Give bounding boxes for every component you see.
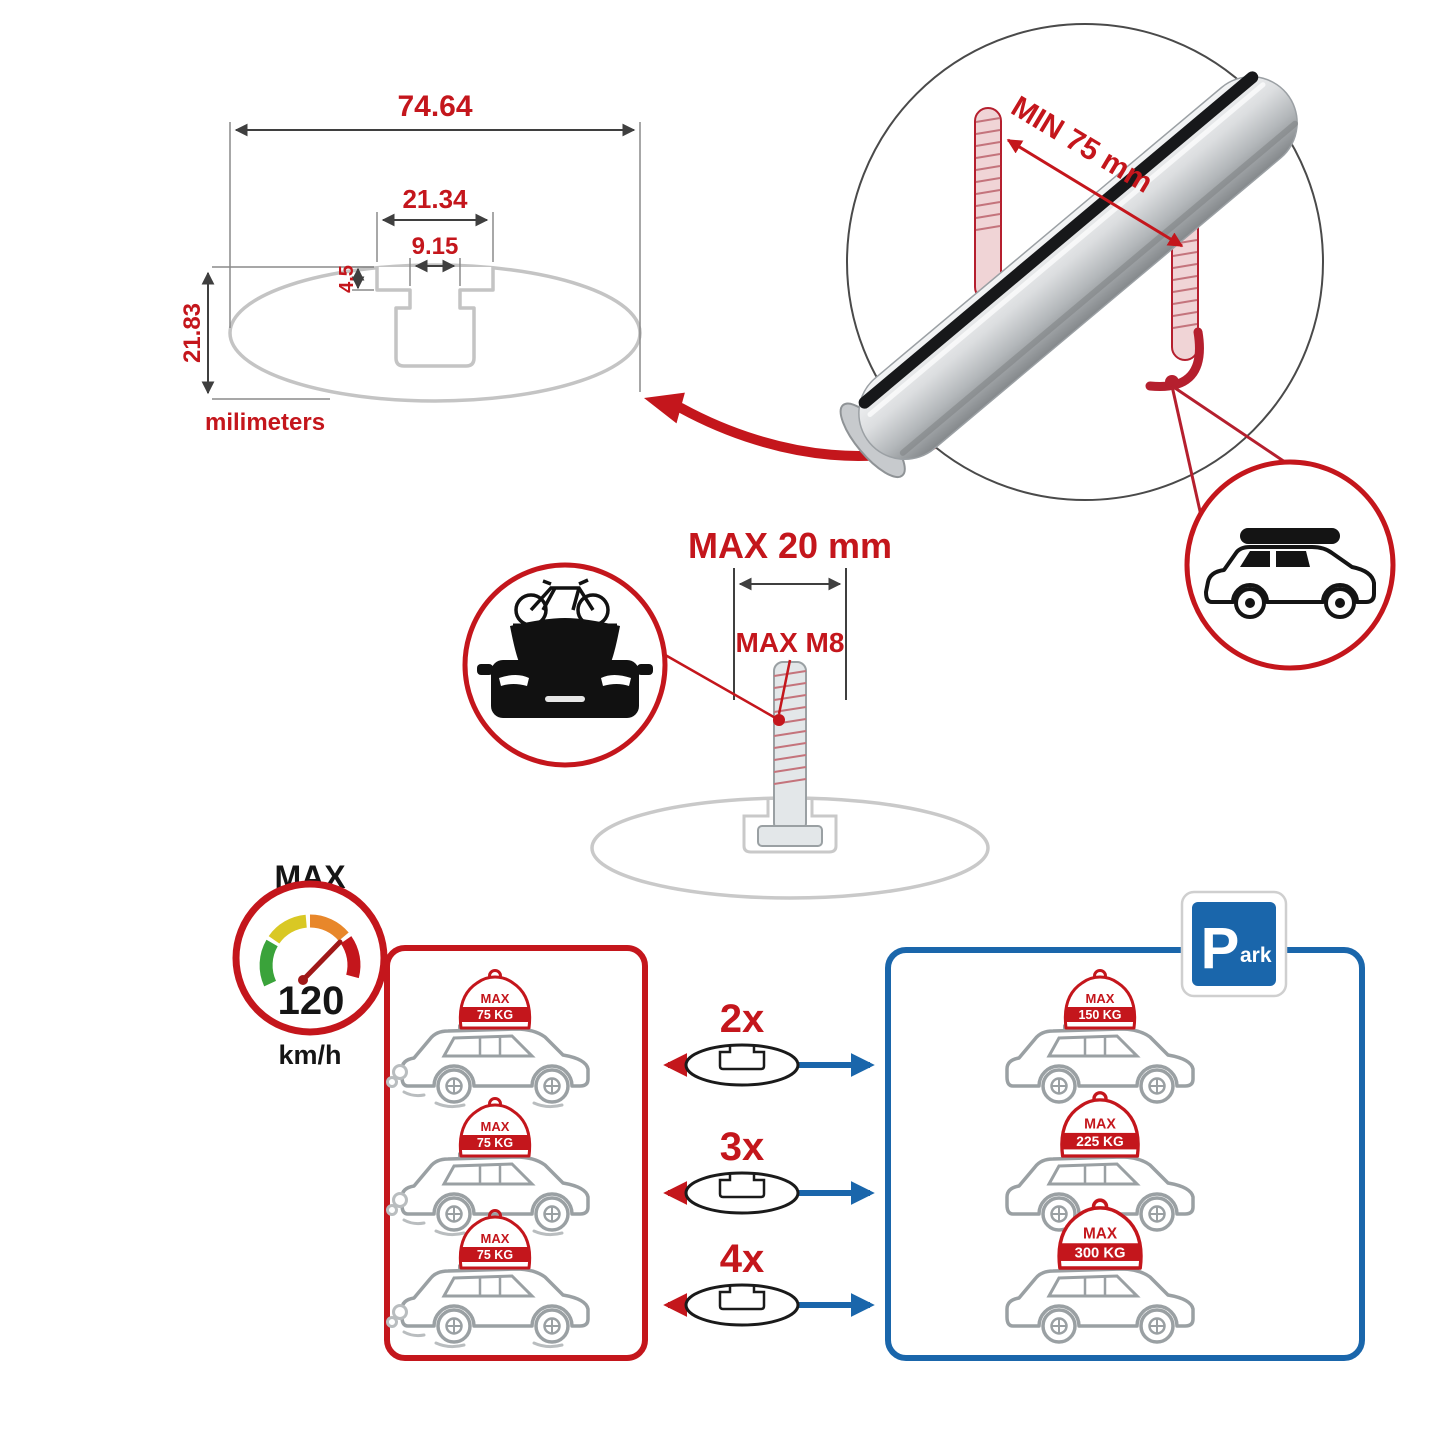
parked-car-2: MAX 225 KG [1005,1091,1195,1232]
load-weight: 225 KG [1076,1134,1123,1149]
max-thread-label: MAX M8 [736,627,845,658]
roof-load: MAX 75 KG [458,969,532,1030]
load-title: MAX [1086,991,1115,1006]
quantity-row-3x: 3x [663,1125,875,1215]
bolt-dimension-lines [733,568,847,700]
quantity-row-2x: 2x [663,997,875,1087]
crossbar-profile-icon [684,1043,800,1087]
crossbar-profile-icon [684,1171,800,1215]
gauge-circle [232,880,388,1036]
max-length-label: MAX 20 mm [688,525,892,566]
bolt-detail-group: MAX 20 mm MAX M8 [590,525,990,900]
extension-lines [212,122,641,400]
roof-load: MAX 150 KG [1063,969,1137,1030]
dim-channel-opening: 9.15 [412,233,459,260]
profile-dimension-drawing: 74.64 21.34 9.15 4.5 21.83 milimeters [179,90,642,436]
driving-car-2: MAX 75 KG [386,1097,590,1237]
park-sign: P ark [1180,890,1288,998]
thread-leader-line [777,659,792,715]
roof-load: MAX 75 KG [458,1097,532,1158]
driving-panel: MAX 75 KG MAX 75 KG MAX 75 KG [384,945,648,1361]
bike-car-illustration [477,578,653,718]
load-weight: 75 KG [477,1136,513,1150]
speed-gauge: MAX 120 km/h [232,859,388,1070]
threaded-stud [757,661,823,847]
park-sign-blue-square [1192,902,1276,986]
load-title: MAX [481,1231,510,1246]
dim-channel-outer: 21.34 [402,184,468,214]
ubolt-bend [1145,327,1204,392]
parked-car-1: MAX 150 KG [1005,969,1195,1104]
quantity-row-4x: 4x [663,1237,875,1327]
dim-total-width: 74.64 [397,90,472,123]
roof-load: MAX 300 KG [1057,1198,1143,1270]
suv-roofbox-circle [1184,459,1396,671]
circle-leader-line [659,650,780,722]
crossbar-profile-icon [684,1283,800,1327]
profile-t-channel [375,267,495,368]
load-weight: 75 KG [477,1008,513,1022]
quantity-label: 3x [720,1125,765,1169]
dim-lip-depth: 4.5 [336,265,358,293]
gauge-needle [300,939,343,983]
suv-roofbox-illustration [1204,528,1376,619]
parked-panel: MAX 150 KG MAX 225 KG MAX 300 KG [885,947,1365,1361]
load-weight: 150 KG [1078,1008,1121,1022]
load-title: MAX [1083,1226,1118,1243]
crossbar-detail-circle: MIN 75 mm [839,23,1324,501]
ghost-profile-channel [742,800,838,854]
roof-load: MAX 75 KG [458,1209,532,1270]
load-title: MAX [481,1119,510,1134]
bike-car-circle [462,562,668,768]
units-label: milimeters [205,409,325,436]
gauge-value: 120 [278,979,345,1023]
load-weight: 75 KG [477,1248,513,1262]
gauge-arc [259,914,361,987]
driving-car-1: MAX 75 KG [386,969,590,1109]
load-title: MAX [1084,1117,1116,1133]
dim-total-height: 21.83 [179,303,206,363]
park-sign-suffix: ark [1240,944,1272,967]
quantity-label: 2x [720,997,765,1041]
gauge-needle-pivot [298,975,308,985]
ubolt-dot [1165,375,1179,389]
dimension-lines [201,123,636,395]
load-weight: 300 KG [1075,1245,1126,1261]
driving-car-3: MAX 75 KG [386,1209,590,1349]
min-grip-arrow [1006,138,1184,248]
gauge-unit: km/h [278,1040,341,1070]
ubolt-leg-left [974,107,1002,301]
load-title: MAX [481,991,510,1006]
quantity-rows: 2x 3x 4x [663,997,875,1327]
thread-dot [773,714,785,726]
park-sign-letter: P [1201,916,1240,981]
quantity-label: 4x [720,1237,765,1281]
parked-car-3: MAX 300 KG [1005,1198,1195,1344]
roof-load: MAX 225 KG [1060,1091,1140,1158]
